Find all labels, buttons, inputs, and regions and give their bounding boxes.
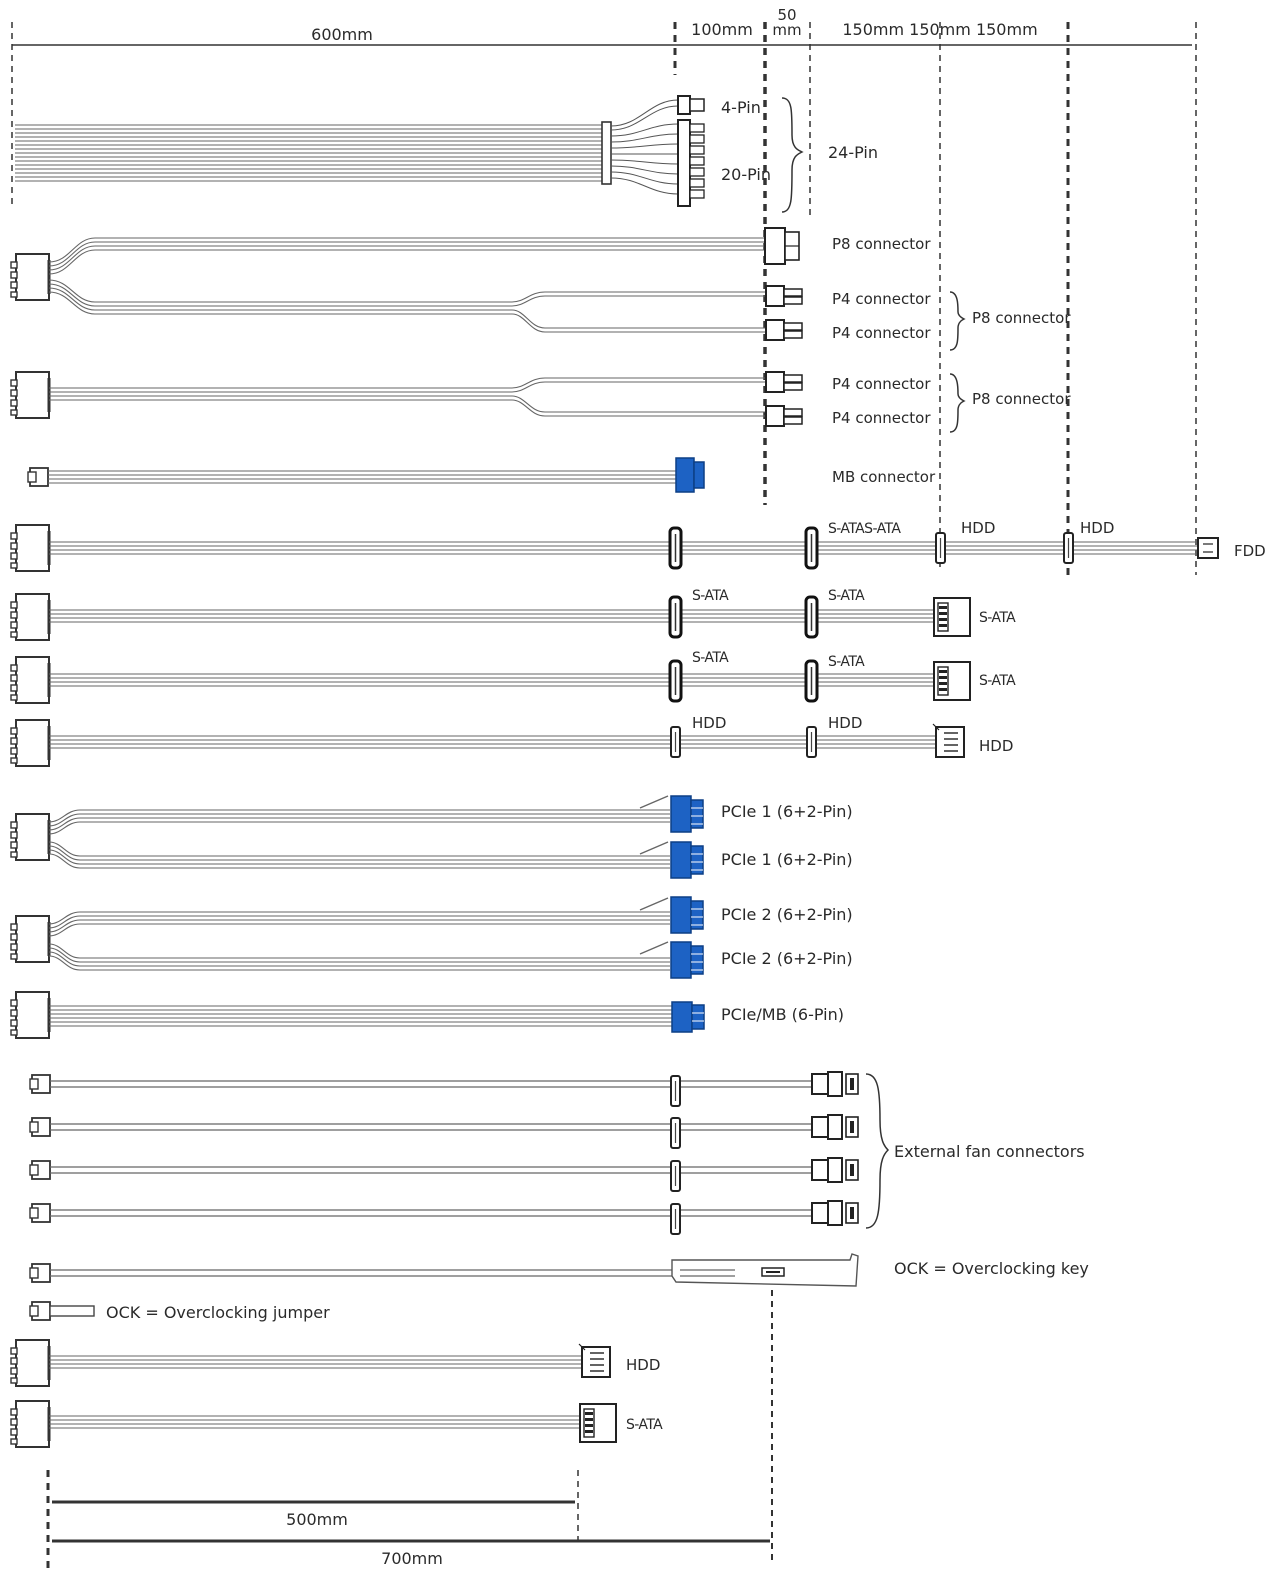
label-ock-key: OCK = Overclocking key: [894, 1259, 1089, 1278]
label-short-hdd: HDD: [626, 1356, 660, 1374]
label-p4-d: P4 connector: [832, 409, 931, 427]
dim-700mm: 700mm: [381, 1549, 443, 1568]
cable-pcie2: [9, 896, 704, 979]
label-r8-hdd3: HDD: [979, 737, 1013, 755]
cable-short-sata: [9, 1399, 617, 1449]
label-short-sata: S-ATA: [626, 1417, 663, 1433]
label-r5-sata: S-ATAS-ATA: [828, 521, 901, 537]
ock-jumper: [29, 1301, 95, 1321]
label-r7-sata2: S-ATA: [828, 654, 865, 670]
label-p8-group-a: P8 connector: [972, 309, 1071, 327]
label-20pin: 20-Pin: [721, 165, 771, 184]
cable-hdd: [9, 718, 965, 768]
dim-500mm: 500mm: [286, 1510, 348, 1529]
label-pcie2-b: PCIe 2 (6+2-Pin): [721, 949, 853, 968]
cable-24pin: [15, 95, 804, 213]
label-r8-hdd2: HDD: [828, 714, 862, 732]
label-r8-hdd1: HDD: [692, 714, 726, 732]
label-r5-hdd2: HDD: [1080, 519, 1114, 537]
dim-100mm: 100mm: [691, 20, 753, 39]
label-p8-group-b: P8 connector: [972, 390, 1071, 408]
dim-600mm: 600mm: [311, 25, 373, 44]
label-r7-sata1: S-ATA: [692, 650, 729, 666]
label-r5-hdd1: HDD: [961, 519, 995, 537]
label-p4-c: P4 connector: [832, 375, 931, 393]
cable-mb: [27, 457, 705, 493]
label-fans: External fan connectors: [894, 1142, 1085, 1161]
label-r7-sata3: S-ATA: [979, 673, 1016, 689]
cable-cpu-2xp4: [9, 370, 966, 433]
label-r6-sata3: S-ATA: [979, 610, 1016, 626]
cable-fans: [29, 1071, 890, 1235]
cable-cpu-p8-p4: [9, 227, 966, 351]
label-ock-jumper: OCK = Overclocking jumper: [106, 1303, 330, 1322]
dim-150mm-x3: 150mm 150mm 150mm: [842, 20, 1037, 39]
cable-sata-a: [9, 592, 971, 642]
cable-sata-b: [9, 655, 971, 705]
label-p4-b: P4 connector: [832, 324, 931, 342]
label-24pin: 24-Pin: [828, 143, 878, 162]
dim-50-top: 50: [777, 6, 796, 24]
label-pcie1-b: PCIe 1 (6+2-Pin): [721, 850, 853, 869]
label-r6-sata1: S-ATA: [692, 588, 729, 604]
cable-pcie-mb: [9, 990, 705, 1040]
cable-peripheral-fdd: [9, 523, 1219, 573]
label-p4-a: P4 connector: [832, 290, 931, 308]
cable-short-hdd: [9, 1338, 611, 1388]
label-pcie2-a: PCIe 2 (6+2-Pin): [721, 905, 853, 924]
dimension-guides: [11, 22, 1197, 1570]
label-r6-sata2: S-ATA: [828, 588, 865, 604]
dim-50-mm: mm: [772, 21, 801, 39]
cable-ock-key: [29, 1253, 859, 1287]
label-pcie1-a: PCIe 1 (6+2-Pin): [721, 802, 853, 821]
label-p8-main: P8 connector: [832, 235, 931, 253]
label-4pin: 4-Pin: [721, 98, 761, 117]
label-pcie-mb: PCIe/MB (6-Pin): [721, 1005, 844, 1024]
cable-pcie1: [9, 795, 704, 879]
label-r5-fdd: FDD: [1234, 542, 1266, 560]
label-mb: MB connector: [832, 468, 936, 486]
